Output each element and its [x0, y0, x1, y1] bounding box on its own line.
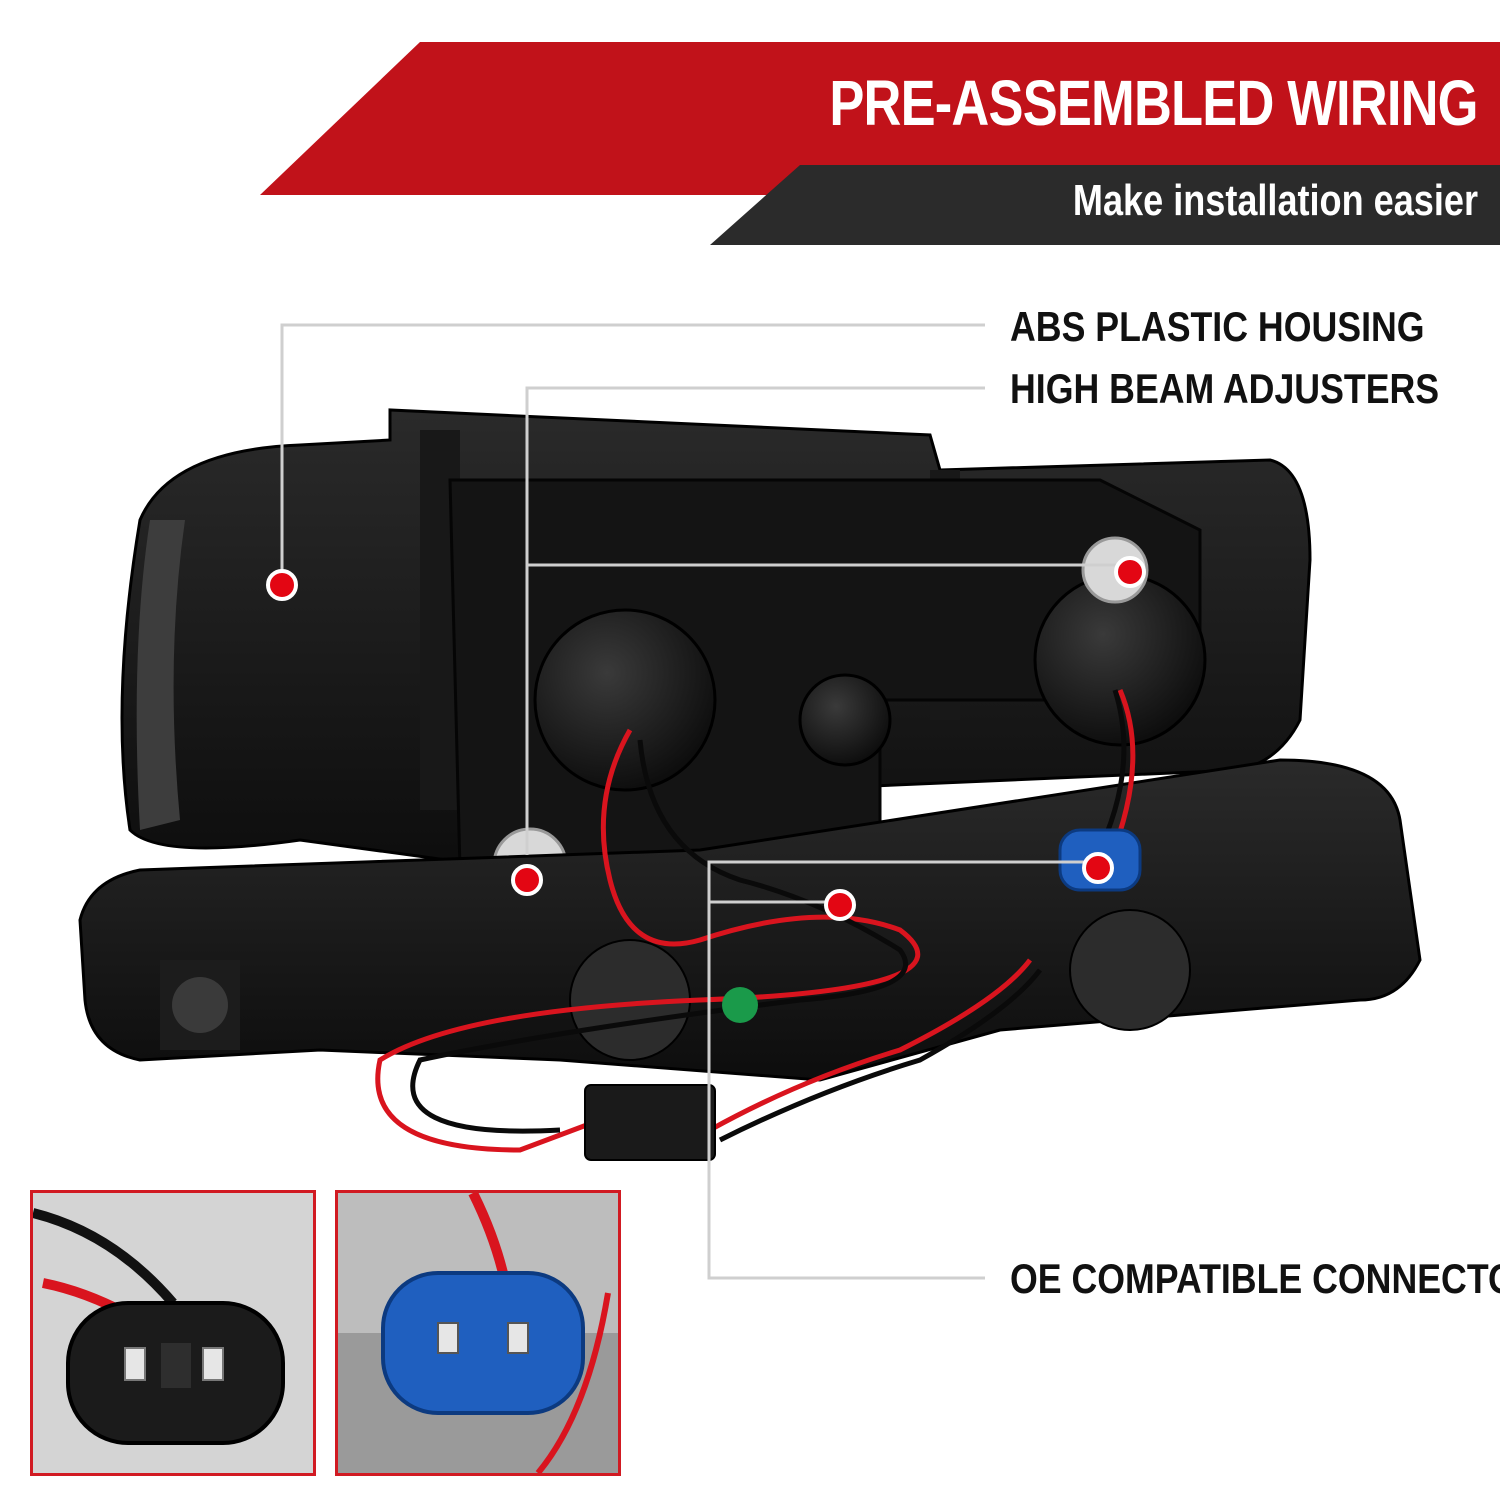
wire-black	[718, 968, 1042, 1143]
callout-label-adjusters: HIGH BEAM ADJUSTERS	[1010, 365, 1440, 412]
header-banner	[260, 42, 1500, 245]
inset-black-connector	[30, 1190, 316, 1476]
red-banner-shape	[260, 42, 1500, 195]
headlight-photo	[78, 323, 1422, 1280]
wire-red	[375, 728, 921, 1153]
connector-pin	[202, 1347, 224, 1381]
callout-line-housing	[280, 323, 985, 575]
callout-lines	[280, 323, 1130, 1280]
callout-markers	[266, 556, 1146, 921]
dark-banner-shape	[710, 165, 1500, 245]
connector-body	[381, 1271, 585, 1415]
callout-line-adjusters	[525, 386, 985, 855]
banner-subtitle: Make installation easier	[1072, 176, 1478, 225]
wire-red	[708, 958, 1032, 1133]
connector-pin	[507, 1322, 529, 1354]
inset-blue-connector	[335, 1190, 621, 1476]
bulb-cover	[533, 608, 717, 792]
callout-label-connectors: OE COMPATIBLE CONNECTORS	[1010, 1255, 1500, 1302]
connector-black-icon	[33, 1193, 313, 1473]
relay-box	[584, 1084, 716, 1161]
connector-pin	[124, 1347, 146, 1381]
marker-connector-black	[824, 889, 856, 921]
callout-line-connectors	[707, 860, 1098, 1280]
housing-port	[172, 977, 228, 1033]
connector-pin	[437, 1322, 459, 1354]
bulb-cover	[798, 673, 892, 767]
connector-blue-icon	[338, 1193, 618, 1473]
green-sticker	[722, 987, 758, 1023]
marker-connector-blue	[1082, 852, 1114, 884]
connector-key	[161, 1343, 191, 1388]
callout-label-housing: ABS PLASTIC HOUSING	[1010, 303, 1425, 350]
wire-red	[535, 1292, 611, 1473]
wire-black	[410, 739, 908, 1134]
banner-title: PRE-ASSEMBLED WIRING	[829, 67, 1479, 139]
marker-adjuster-left	[511, 864, 543, 896]
wire-red	[468, 1193, 508, 1275]
wire-black	[33, 1208, 177, 1307]
lens-edge	[136, 520, 185, 830]
marker-housing	[266, 569, 298, 601]
housing-port	[1069, 909, 1191, 1031]
marker-adjuster-right	[1114, 556, 1146, 588]
